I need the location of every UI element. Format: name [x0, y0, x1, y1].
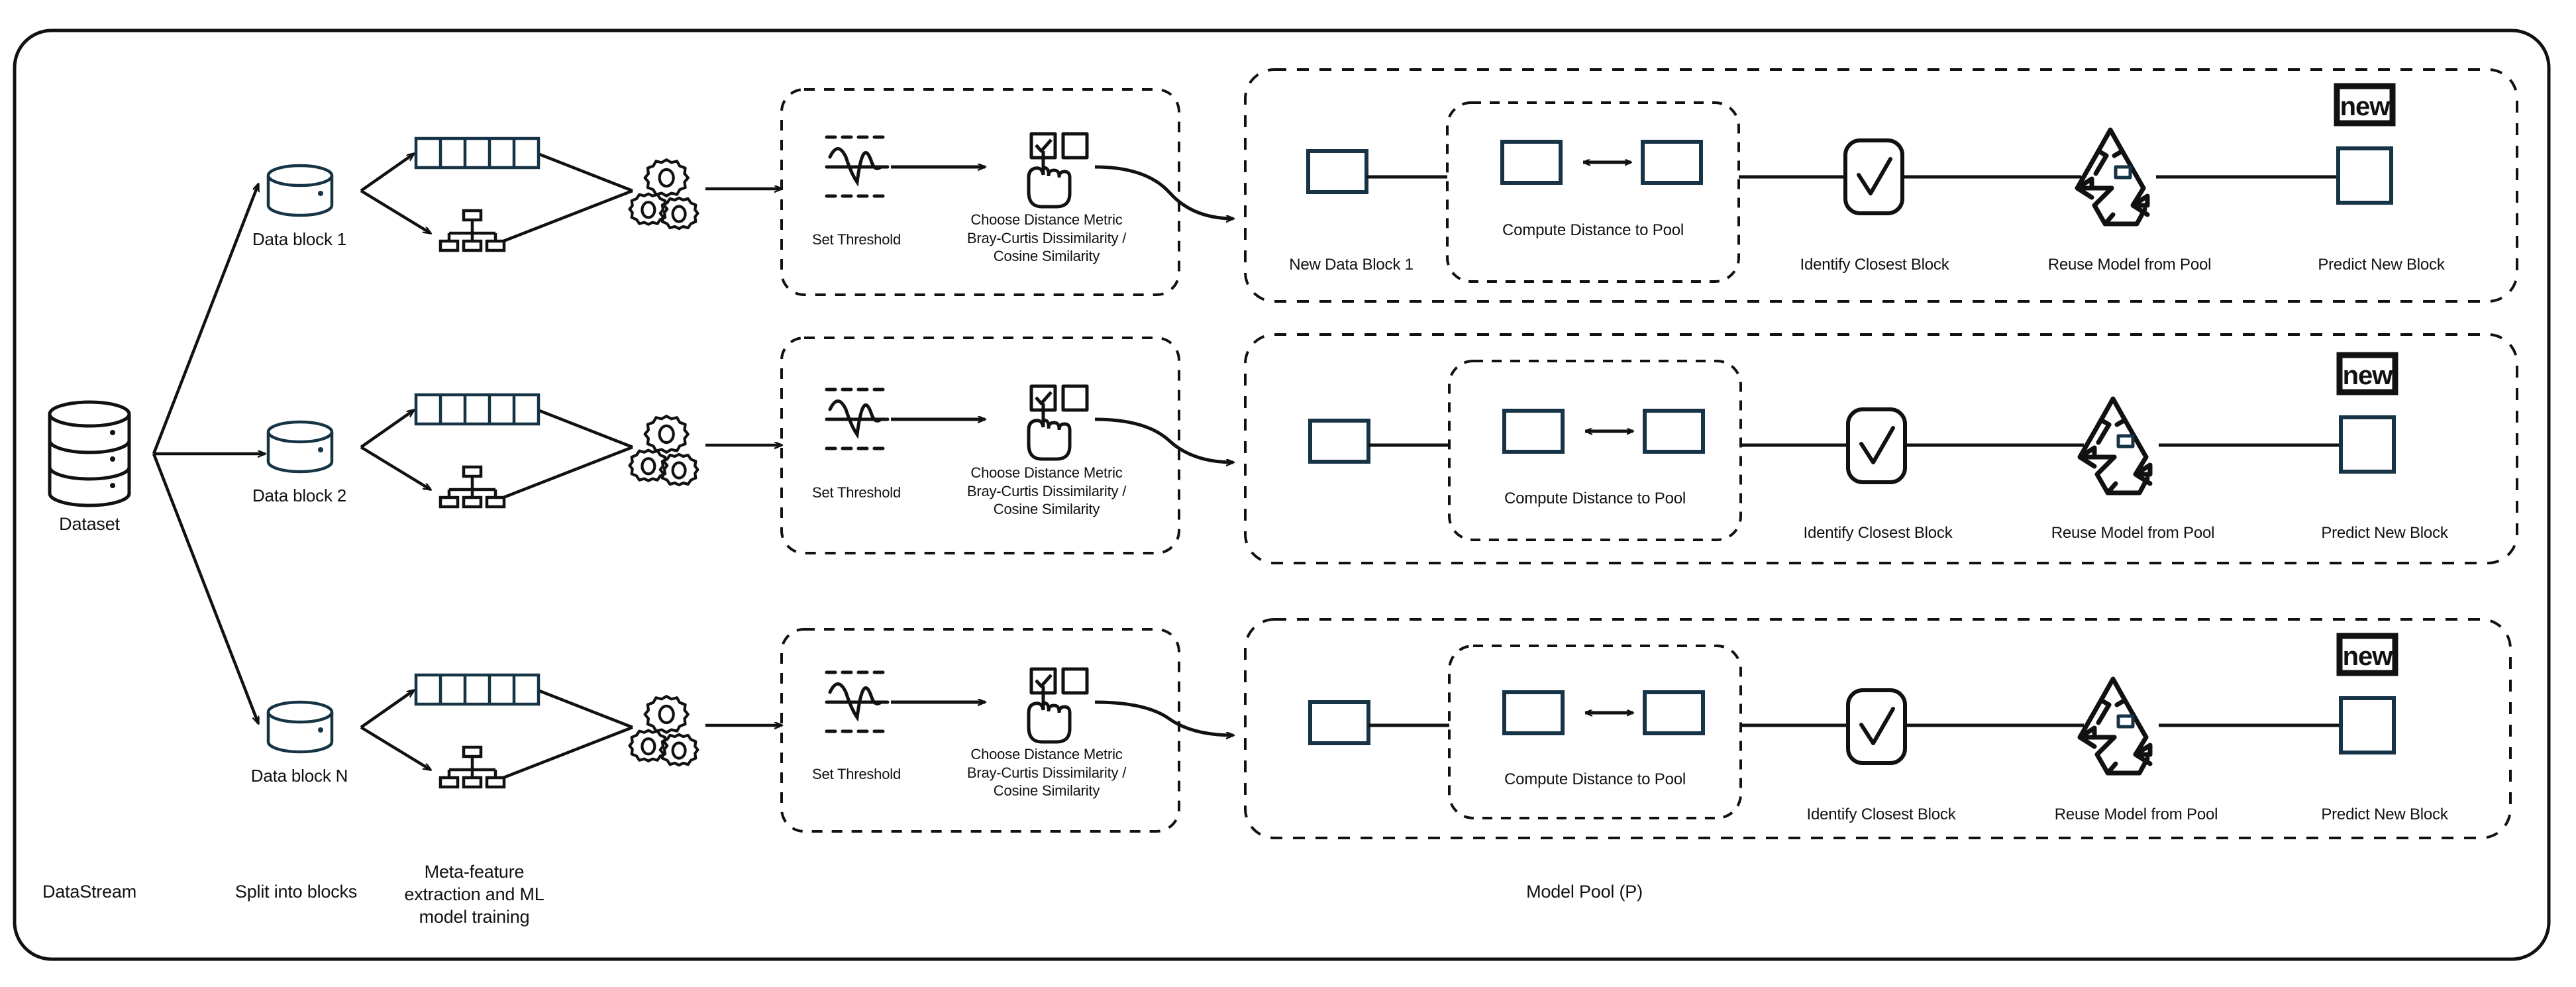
pool-model-rect-a: [1502, 409, 1565, 454]
reuse-model-label-1: Reuse Model from Pool: [2047, 256, 2212, 274]
recycle-icon: [2075, 127, 2150, 227]
set-threshold-label-3: Set Threshold: [812, 766, 901, 782]
data-block-n-label: Data block N: [250, 766, 348, 786]
dataset-fanout-lines: [152, 184, 265, 723]
caption-meta-feature: Meta-feature extraction and ML model tra…: [404, 862, 544, 927]
choose-metric-label-3: Choose Distance Metric Bray-Curtis Dissi…: [966, 746, 1127, 799]
data-block-cylinder: [266, 164, 334, 217]
choose-metric-label-2: Choose Distance Metric Bray-Curtis Dissi…: [966, 464, 1127, 517]
data-block-cylinder: [266, 420, 334, 474]
new-data-block-rect: [1308, 700, 1370, 745]
dataset-label: Dataset: [59, 514, 120, 534]
set-threshold-label-2: Set Threshold: [812, 484, 901, 501]
compute-distance-label-2: Compute Distance to Pool: [1504, 490, 1686, 507]
reuse-model-label-2: Reuse Model from Pool: [2051, 524, 2215, 542]
choose-metric-label-1: Choose Distance Metric Bray-Curtis Dissi…: [966, 211, 1127, 264]
new-badge-text-1: new: [2340, 92, 2391, 121]
pool-model-rect-b: [1643, 690, 1705, 735]
data-block-2-label: Data block 2: [252, 486, 347, 505]
identify-closest-label-3: Identify Closest Block: [1806, 805, 1956, 823]
checkbox-pointer-icon: [1027, 667, 1089, 744]
decision-tree-icon: [438, 465, 506, 509]
checkmark-box: [1846, 688, 1907, 765]
predict-block-rect: [2339, 696, 2396, 754]
checkmark-box: [1846, 407, 1907, 484]
check-icon: [1859, 426, 1895, 464]
feature-vector-icon: [414, 393, 541, 426]
threshold-panel-3: [780, 628, 1233, 833]
gears-icon: [628, 695, 699, 767]
feature-vector-icon: [414, 136, 541, 170]
new-badge-text-2: new: [2342, 361, 2393, 390]
recycle-icon: [2077, 396, 2153, 495]
reuse-model-label-3: Reuse Model from Pool: [2054, 805, 2218, 823]
caption-datastream: DataStream: [42, 882, 137, 902]
caption-model-pool: Model Pool (P): [1526, 882, 1643, 902]
identify-closest-label-2: Identify Closest Block: [1803, 524, 1953, 542]
decision-tree-icon: [438, 209, 506, 252]
checkmark-box: [1843, 138, 1904, 215]
checkbox-pointer-icon: [1027, 132, 1089, 209]
compute-distance-label-3: Compute Distance to Pool: [1504, 770, 1686, 788]
identify-closest-label-1: Identify Closest Block: [1800, 256, 1949, 274]
feature-vector-icon: [414, 673, 541, 706]
new-data-block-label-1: New Data Block 1: [1289, 256, 1414, 274]
pool-model-rect-a: [1502, 690, 1565, 735]
decision-tree-icon: [438, 745, 506, 789]
pool-model-rect-a: [1500, 140, 1563, 185]
gears-icon: [628, 158, 699, 231]
new-badge-text-3: new: [2342, 642, 2393, 671]
caption-split-into-blocks: Split into blocks: [234, 882, 358, 902]
data-block-cylinder: [266, 700, 334, 754]
predict-new-block-label-1: Predict New Block: [2318, 256, 2445, 274]
pool-model-rect-b: [1643, 409, 1705, 454]
new-data-block-rect: [1308, 419, 1370, 464]
dataset-icon: [48, 400, 131, 507]
checkbox-pointer-icon: [1027, 384, 1089, 461]
gears-icon: [628, 415, 699, 487]
compute-distance-label-1: Compute Distance to Pool: [1502, 221, 1684, 239]
check-icon: [1857, 157, 1892, 195]
set-threshold-label-1: Set Threshold: [812, 231, 901, 248]
check-icon: [1859, 707, 1895, 745]
recycle-icon: [2077, 676, 2153, 776]
new-data-block-rect: [1306, 149, 1368, 194]
pool-model-rect-b: [1641, 140, 1703, 185]
predict-block-rect: [2336, 146, 2393, 205]
predict-new-block-label-3: Predict New Block: [2321, 805, 2448, 823]
data-block-1-label: Data block 1: [252, 229, 347, 249]
threshold-panel-2: [780, 337, 1233, 554]
predict-block-rect: [2339, 415, 2396, 474]
predict-new-block-label-2: Predict New Block: [2321, 524, 2448, 542]
